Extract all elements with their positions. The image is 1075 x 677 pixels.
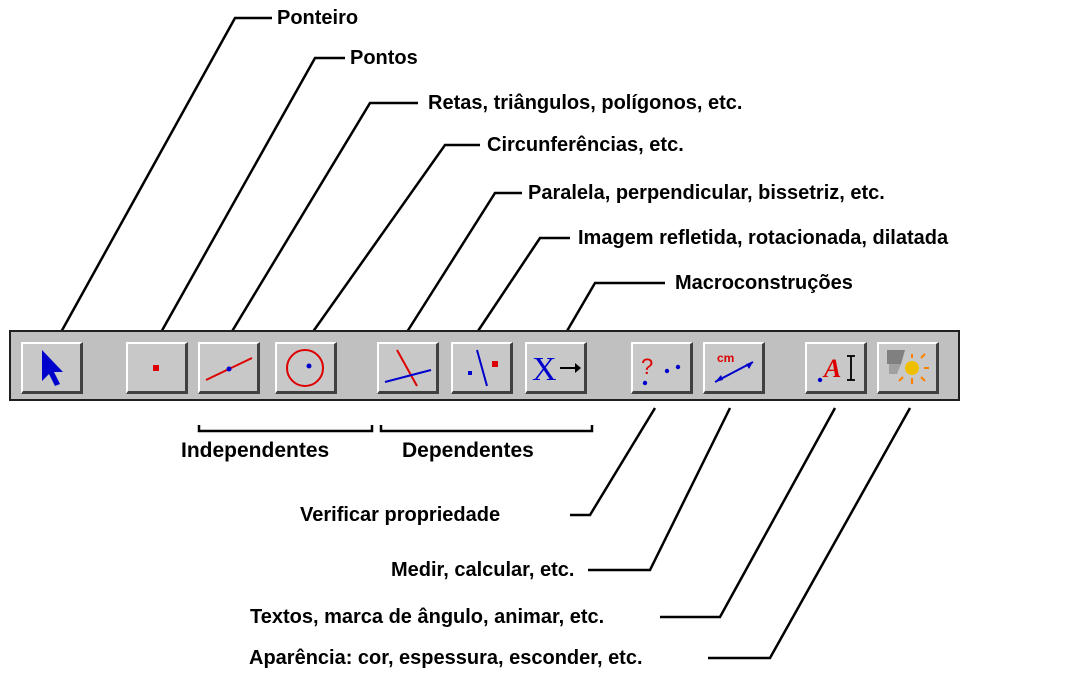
text-a-glyph: A <box>822 354 841 383</box>
label-imagem: Imagem refletida, rotacionada, dilatada <box>578 227 949 249</box>
label-pontos: Pontos <box>350 47 418 69</box>
line-segment-icon <box>205 357 253 381</box>
bracket-independentes <box>197 425 374 433</box>
callout-line-ponteiro <box>53 16 272 344</box>
label-paralela: Paralela, perpendicular, bissetriz, etc. <box>528 182 885 204</box>
label-dependentes: Dependentes <box>402 439 534 462</box>
circle-icon <box>286 349 324 387</box>
macro-x-arrow-icon: X <box>532 351 581 388</box>
appearance-button[interactable] <box>877 342 939 394</box>
appearance-light-icon <box>887 350 929 384</box>
toolbar: X ? cm A <box>9 330 960 401</box>
pointer-arrow-icon <box>42 350 63 386</box>
callout-line-pontos <box>153 56 345 344</box>
label-circunferencias: Circunferências, etc. <box>487 134 684 156</box>
measure-button[interactable]: cm <box>703 342 765 394</box>
label-macro: Macroconstruções <box>675 272 853 294</box>
callout-line-circunferencias <box>303 143 480 344</box>
point-icon <box>153 365 159 371</box>
callout-line-macro <box>558 281 665 344</box>
label-aparencia: Aparência: cor, espessura, esconder, etc… <box>249 647 643 669</box>
callout-line-paralela <box>398 191 522 344</box>
perpendicular-lines-icon <box>384 349 432 387</box>
measure-cm-icon: cm <box>714 351 754 383</box>
label-retas: Retas, triângulos, polígonos, etc. <box>428 92 743 114</box>
check-property-icon: ? <box>641 354 681 386</box>
check-question-glyph: ? <box>641 354 653 379</box>
label-ponteiro: Ponteiro <box>277 7 359 29</box>
pointer-button[interactable] <box>21 342 83 394</box>
text-button[interactable]: A <box>805 342 867 394</box>
lines-button[interactable] <box>198 342 260 394</box>
reflection-icon <box>468 349 498 387</box>
points-button[interactable] <box>126 342 188 394</box>
text-label-icon: A <box>817 354 855 383</box>
label-medir: Medir, calcular, etc. <box>391 559 575 581</box>
measure-cm-glyph: cm <box>717 351 734 365</box>
label-verificar: Verificar propriedade <box>300 504 501 526</box>
label-textos: Textos, marca de ângulo, animar, etc. <box>250 606 605 628</box>
callout-line-medir <box>588 407 732 572</box>
macro-button[interactable]: X <box>525 342 587 394</box>
construction-button[interactable] <box>377 342 439 394</box>
circle-button[interactable] <box>275 342 337 394</box>
callout-line-verificar <box>570 407 657 517</box>
label-independentes: Independentes <box>181 439 330 462</box>
bracket-dependentes <box>379 425 594 433</box>
transformation-button[interactable] <box>451 342 513 394</box>
callout-line-aparencia <box>708 407 912 660</box>
callout-line-retas <box>223 101 418 344</box>
check-property-button[interactable]: ? <box>631 342 693 394</box>
callout-line-imagem <box>468 236 570 344</box>
callout-line-textos <box>660 407 837 619</box>
macro-x-glyph: X <box>532 351 557 388</box>
